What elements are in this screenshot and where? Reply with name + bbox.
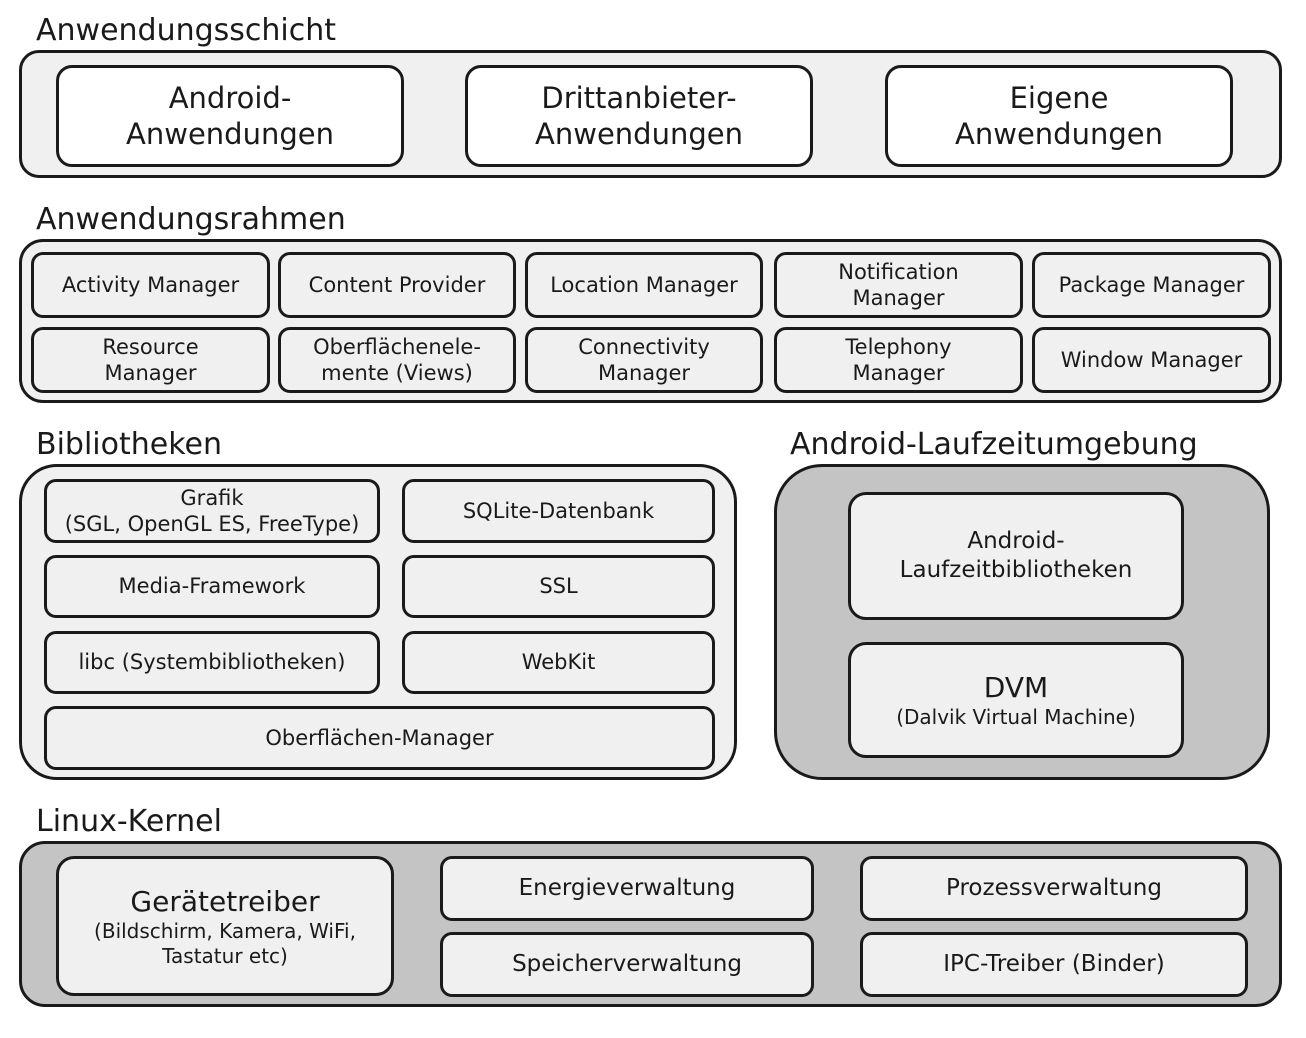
runtime-layer-title: Android-Laufzeitumgebung [790, 427, 1198, 462]
package-manager-box: Package Manager [1032, 252, 1271, 318]
own-apps-box: Eigene Anwendungen [885, 65, 1233, 167]
application-layer-title: Anwendungsschicht [36, 13, 337, 48]
box-line: Android- [168, 80, 292, 115]
box-line: Speicherverwaltung [512, 951, 742, 978]
media-framework-box: Media-Framework [44, 555, 380, 618]
ssl-box: SSL [402, 555, 715, 618]
box-line: mente (Views) [321, 361, 473, 385]
memory-management-box: Speicherverwaltung [440, 932, 814, 997]
box-line: DVM [983, 671, 1049, 704]
box-line: Anwendungen [535, 117, 743, 151]
libraries-layer-title: Bibliotheken [36, 427, 222, 462]
box-line: (Bildschirm, Kamera, WiFi, [94, 918, 356, 943]
sqlite-box: SQLite-Datenbank [402, 479, 715, 543]
resource-manager-box: Resource Manager [31, 327, 270, 393]
box-line: Anwendungen [955, 117, 1163, 151]
box-line: Connectivity [578, 334, 710, 359]
box-line: Oberflächen-Manager [265, 725, 494, 750]
kernel-layer: Gerätetreiber (Bildschirm, Kamera, WiFi,… [19, 841, 1282, 1007]
box-line: Activity Manager [61, 272, 240, 297]
process-management-box: Prozessverwaltung [860, 856, 1248, 921]
content-provider-box: Content Provider [278, 252, 516, 318]
box-line: SSL [539, 574, 578, 599]
third-party-apps-box: Drittanbieter- Anwendungen [465, 65, 813, 167]
surface-manager-box: Oberflächen-Manager [44, 706, 715, 770]
power-management-box: Energieverwaltung [440, 856, 814, 921]
android-apps-box: Android- Anwendungen [56, 65, 404, 167]
box-line: libc (Systembibliotheken) [78, 650, 346, 675]
ipc-driver-box: IPC-Treiber (Binder) [860, 932, 1248, 997]
box-line: Anwendungen [126, 117, 334, 151]
box-line: (SGL, OpenGL ES, FreeType) [64, 512, 360, 536]
box-line: Window Manager [1060, 347, 1243, 372]
box-line: IPC-Treiber (Binder) [943, 951, 1165, 978]
box-line: Manager [597, 361, 691, 385]
box-line: Gerätetreiber [130, 884, 320, 918]
box-line: Grafik [180, 485, 244, 510]
runtime-libraries-box: Android- Laufzeitbibliotheken [848, 492, 1184, 620]
box-line: Manager [852, 286, 945, 310]
box-line: Location Manager [550, 272, 738, 297]
runtime-layer: Android- Laufzeitbibliotheken DVM (Dalvi… [774, 464, 1270, 780]
views-box: Oberflächenele- mente (Views) [278, 327, 516, 393]
box-line: Notification [838, 259, 959, 284]
libraries-layer: Grafik (SGL, OpenGL ES, FreeType) SQLite… [19, 464, 737, 780]
dvm-box: DVM (Dalvik Virtual Machine) [848, 642, 1184, 758]
location-manager-box: Location Manager [525, 252, 763, 318]
box-line: Media-Framework [118, 574, 306, 599]
box-line: Package Manager [1058, 272, 1245, 297]
notification-manager-box: Notification Manager [774, 252, 1023, 318]
kernel-layer-title: Linux-Kernel [36, 804, 222, 839]
webkit-box: WebKit [402, 631, 715, 694]
window-manager-box: Window Manager [1032, 327, 1271, 393]
box-line: Telephony [845, 334, 952, 359]
framework-layer-title: Anwendungsrahmen [36, 202, 346, 237]
box-line: Manager [104, 361, 197, 385]
connectivity-manager-box: Connectivity Manager [525, 327, 763, 393]
box-line: Oberflächenele- [313, 334, 481, 359]
telephony-manager-box: Telephony Manager [774, 327, 1023, 393]
box-line: Content Provider [308, 272, 486, 297]
box-line: Energieverwaltung [518, 875, 736, 902]
box-line: Manager [852, 361, 945, 385]
box-line: Tastatur etc) [162, 943, 288, 968]
box-line: Eigene [1009, 80, 1109, 115]
graphics-box: Grafik (SGL, OpenGL ES, FreeType) [44, 479, 380, 543]
box-line: Laufzeitbibliotheken [899, 557, 1133, 583]
box-line: Android- [967, 528, 1065, 555]
framework-layer: Activity Manager Content Provider Locati… [19, 239, 1282, 403]
device-drivers-box: Gerätetreiber (Bildschirm, Kamera, WiFi,… [56, 856, 394, 996]
box-line: Prozessverwaltung [946, 875, 1162, 902]
box-line: Resource [102, 334, 199, 359]
application-layer: Android- Anwendungen Drittanbieter- Anwe… [19, 50, 1282, 178]
box-line: SQLite-Datenbank [462, 498, 655, 523]
box-line: (Dalvik Virtual Machine) [896, 705, 1136, 729]
activity-manager-box: Activity Manager [31, 252, 270, 318]
libc-box: libc (Systembibliotheken) [44, 631, 380, 694]
box-line: Drittanbieter- [541, 80, 737, 115]
box-line: WebKit [521, 650, 596, 675]
